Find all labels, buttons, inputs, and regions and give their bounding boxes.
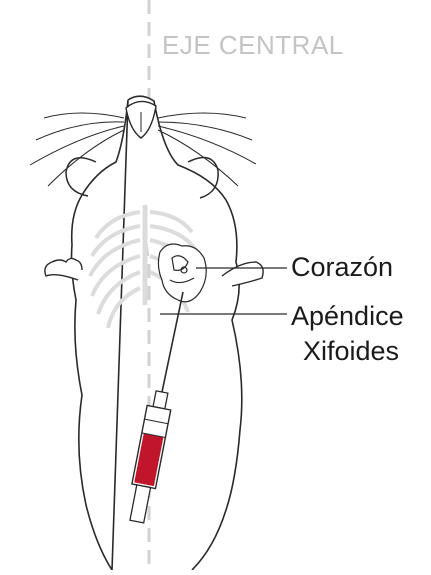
heart-label: Corazón xyxy=(291,252,393,283)
xiphoid-label-line1: Apéndice xyxy=(291,301,404,332)
xiphoid-label-line2: Xifoides xyxy=(303,336,399,367)
central-axis-label: EJE CENTRAL xyxy=(162,30,344,61)
syringe-plunger xyxy=(130,485,151,523)
left-paw xyxy=(45,258,82,280)
syringe-hub xyxy=(153,391,168,409)
